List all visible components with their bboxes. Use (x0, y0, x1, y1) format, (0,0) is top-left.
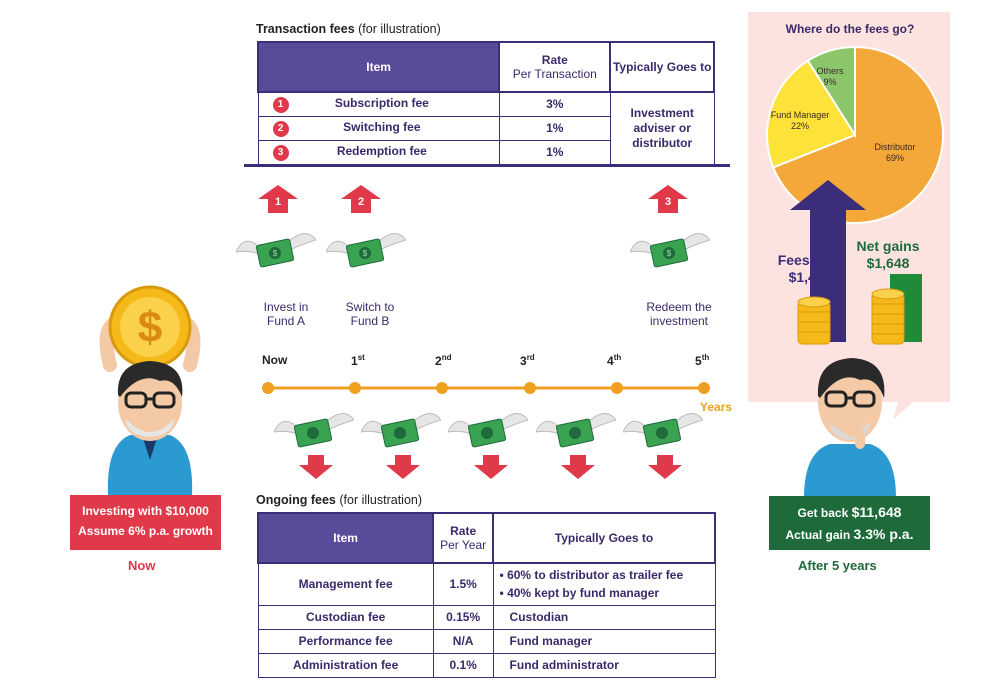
pie-title: Where do the fees go? (785, 22, 915, 36)
timeline-label-1: 1st (351, 353, 365, 368)
timeline-label-4: 4th (607, 353, 622, 368)
row-item: Custodian fee (257, 604, 434, 630)
pie-slice-fund-manager (766, 59, 857, 169)
up-arrow-2 (341, 185, 381, 213)
row-goes: Custodian (492, 604, 716, 630)
down-arrow (299, 455, 333, 479)
investing-info-box: Investing with $10,000 Assume 6% p.a. gr… (70, 495, 221, 550)
row-item: Administration fee (257, 652, 434, 678)
transaction-title-bold: Transaction fees (256, 22, 355, 36)
row-item: Management fee (257, 562, 434, 606)
fees-to-pie-arrow (790, 180, 866, 342)
svg-text:$: $ (667, 249, 672, 258)
transaction-title-light: (for illustration) (358, 22, 441, 36)
row-item: Performance fee (257, 628, 434, 654)
number-badge: 1 (272, 96, 289, 113)
row-item: Subscription fee (334, 95, 429, 110)
flying-money-icon (536, 413, 616, 448)
svg-text:$: $ (138, 303, 162, 352)
table-row: 2 Switching fee 1% (257, 115, 714, 141)
flying-money-icon: $ (630, 233, 710, 268)
th-item: Item (256, 41, 501, 93)
up-arrow-1 (258, 185, 298, 213)
flying-money-icon (623, 413, 703, 448)
flying-money-icon (448, 413, 528, 448)
row-goes: Fund administrator (492, 652, 716, 678)
svg-text:$: $ (273, 249, 278, 258)
up-arrow-3 (648, 185, 688, 213)
table-row: Custodian fee 0.15% Custodian (257, 604, 716, 630)
row-rate: 1.5% (432, 562, 494, 606)
th-goes: Typically Goes to (609, 41, 715, 93)
table-row: 1 Subscription fee 3% Investment adviser… (257, 91, 715, 165)
goes-to-cell: Investment adviser or distributor (609, 91, 715, 165)
row-rate: 1% (498, 115, 611, 141)
th-goes: Typically Goes to (492, 512, 716, 564)
down-arrow (474, 455, 508, 479)
timeline-axis (262, 382, 710, 394)
timeline-label-now: Now (262, 353, 288, 367)
investor-character-illustration: $ (99, 285, 201, 495)
number-badge: 2 (272, 120, 289, 137)
fees-paid-label: Fees paid$1,488 (777, 252, 843, 285)
row-rate: 0.1% (432, 652, 494, 678)
timeline-unit: Years (700, 400, 733, 414)
after-5-years-caption: After 5 years (798, 558, 877, 573)
flying-money-icon (274, 413, 354, 448)
coin-stack-icon (797, 296, 831, 345)
row-rate: 0.15% (432, 604, 494, 630)
transaction-fees-title: Transaction fees (for illustration) (256, 22, 441, 36)
row-item: Switching fee (343, 119, 421, 134)
table-underline (244, 164, 730, 167)
up-arrow-3-num: 3 (664, 196, 672, 208)
row-rate: 1% (498, 139, 611, 165)
timeline-label-5: 5th (695, 353, 710, 368)
up-arrow-2-num: 2 (357, 196, 365, 208)
th-item: Item (256, 512, 435, 564)
down-arrow (561, 455, 595, 479)
thinking-character-illustration (804, 358, 896, 498)
svg-text:$: $ (363, 249, 368, 258)
down-arrow (648, 455, 682, 479)
table-row: Management fee 1.5% • 60% to distributor… (257, 562, 716, 606)
net-gains-label: Net gains$1,648 (856, 238, 920, 271)
flying-money-icon (361, 413, 441, 448)
table-row: Performance fee N/A Fund manager (257, 628, 716, 654)
row-item: Redemption fee (336, 143, 427, 158)
number-badge: 3 (272, 144, 289, 161)
now-caption: Now (128, 558, 156, 573)
row-rate: 3% (498, 91, 611, 117)
flying-money-icon: $ (326, 233, 406, 268)
row-goes: • 60% to distributor as trailer fee• 40%… (492, 562, 716, 606)
down-arrow (386, 455, 420, 479)
row-goes: Fund manager (492, 628, 716, 654)
up-arrow-1-num: 1 (274, 196, 282, 208)
timeline-label-2: 2nd (435, 353, 452, 368)
pie-slice-others (806, 45, 856, 139)
ongoing-fees-title: Ongoing fees (for illustration) (256, 493, 423, 507)
table-row: Administration fee 0.1% Fund administrat… (257, 652, 716, 678)
coin-stack-icon (871, 288, 905, 345)
fees-pie-chart (766, 45, 944, 224)
row-rate: N/A (432, 628, 494, 654)
get-back-info-box: Get back $11,648 Actual gain 3.3% p.a. (769, 496, 930, 550)
table-row: 3 Redemption fee 1% (257, 139, 714, 165)
timeline-label-3: 3rd (520, 353, 535, 368)
flying-money-icon: $ (236, 233, 316, 268)
